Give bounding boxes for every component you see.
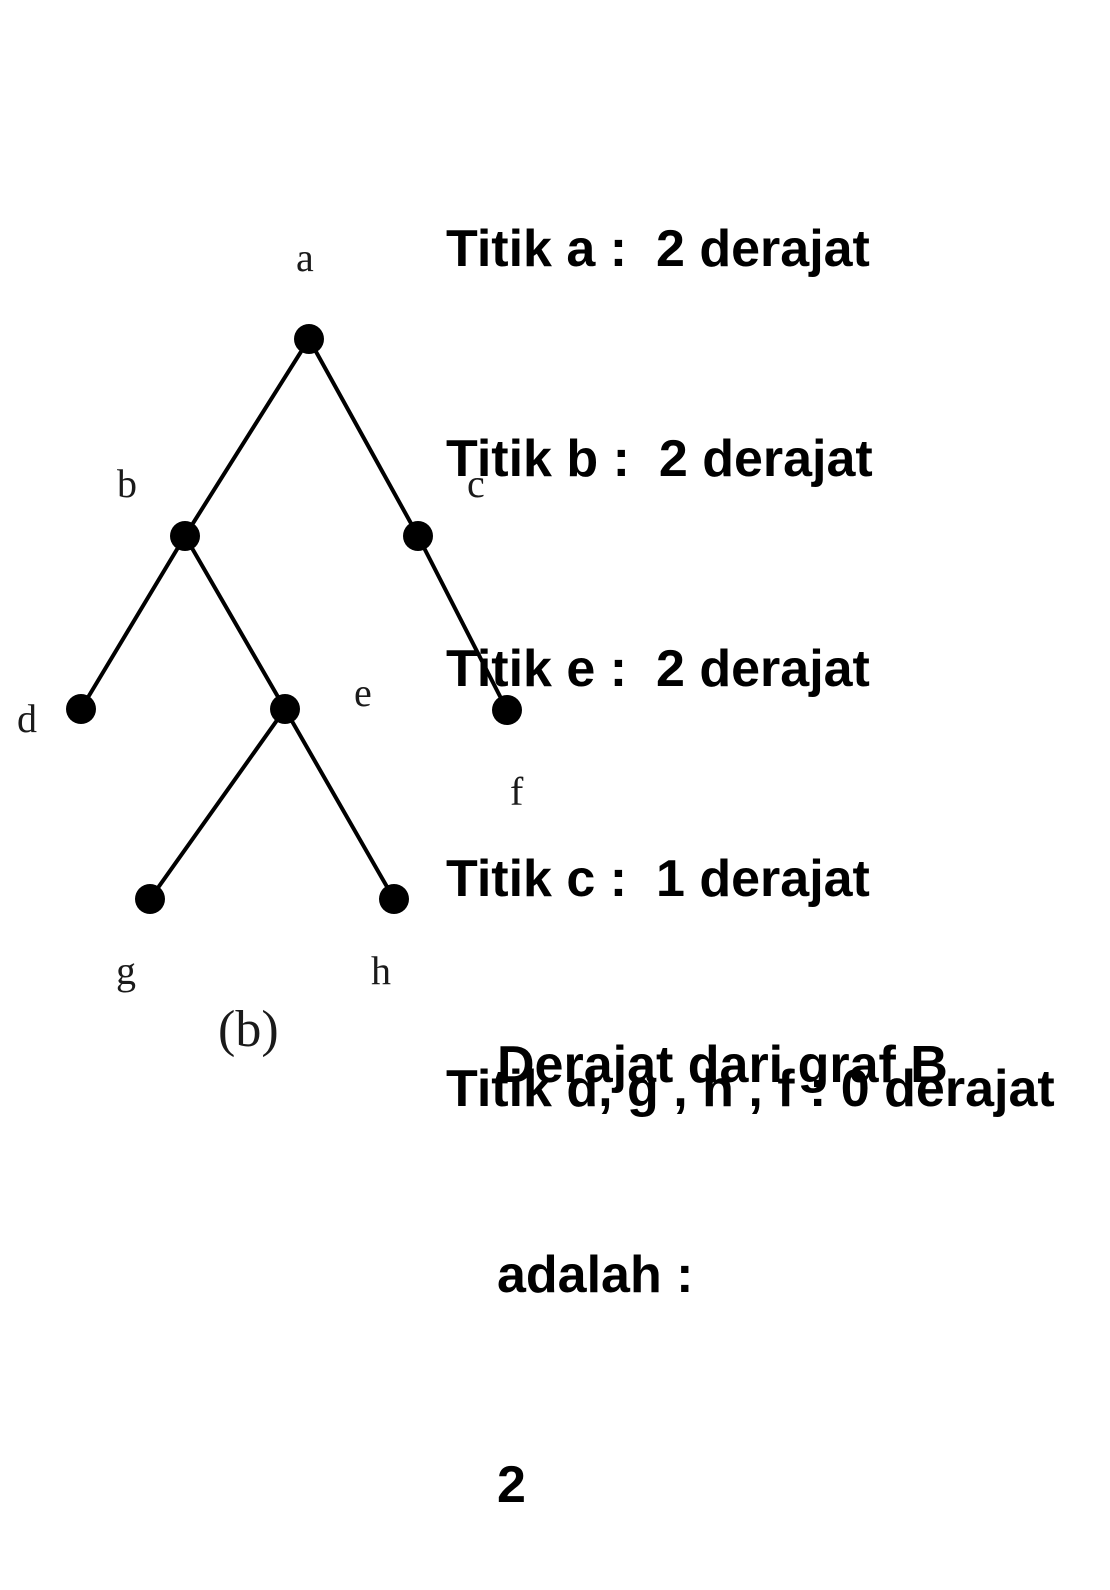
- tree-graph: a b c d e f g h (b): [17, 235, 524, 1058]
- edge-b-e: [183, 534, 287, 711]
- edge-e-g: [148, 707, 287, 901]
- edges-group: [79, 337, 509, 901]
- node-c: [403, 521, 433, 551]
- edge-a-c: [307, 337, 420, 538]
- answer-line-1: Derajat dari graf B: [497, 1036, 948, 1094]
- degree-item-a: Titik a : 2 derajat: [446, 220, 870, 278]
- degree-item-e: Titik e : 2 derajat: [446, 640, 870, 698]
- edge-e-h: [283, 707, 396, 901]
- node-label-g: g: [116, 948, 136, 993]
- answer-block: Derajat dari graf B adalah : 2: [497, 890, 948, 1590]
- node-label-b: b: [117, 461, 137, 506]
- node-label-a: a: [296, 235, 314, 280]
- node-d: [66, 694, 96, 724]
- node-h: [379, 884, 409, 914]
- edge-b-d: [79, 534, 187, 711]
- node-label-d: d: [17, 696, 37, 741]
- nodes-group: [66, 324, 522, 914]
- edge-a-b: [183, 337, 311, 538]
- edge-c-f: [416, 534, 509, 712]
- answer-line-2: adalah :: [497, 1246, 694, 1304]
- node-label-h: h: [371, 948, 391, 993]
- node-g: [135, 884, 165, 914]
- node-label-f: f: [510, 769, 524, 814]
- node-a: [294, 324, 324, 354]
- node-label-c: c: [467, 461, 485, 506]
- node-b: [170, 521, 200, 551]
- node-f: [492, 695, 522, 725]
- node-labels-group: a b c d e f g h: [17, 235, 524, 993]
- degree-item-c: Titik c : 1 derajat: [446, 850, 870, 908]
- answer-value: 2: [497, 1456, 526, 1514]
- degree-item-rest: Titik d, g , h , f : 0 derajat: [446, 1060, 1055, 1118]
- degree-item-b: Titik b : 2 derajat: [446, 430, 873, 488]
- node-label-e: e: [354, 670, 372, 715]
- node-e: [270, 694, 300, 724]
- graph-caption: (b): [218, 1001, 279, 1058]
- degree-list: Titik a : 2 derajat Titik b : 2 derajat …: [446, 74, 1055, 1194]
